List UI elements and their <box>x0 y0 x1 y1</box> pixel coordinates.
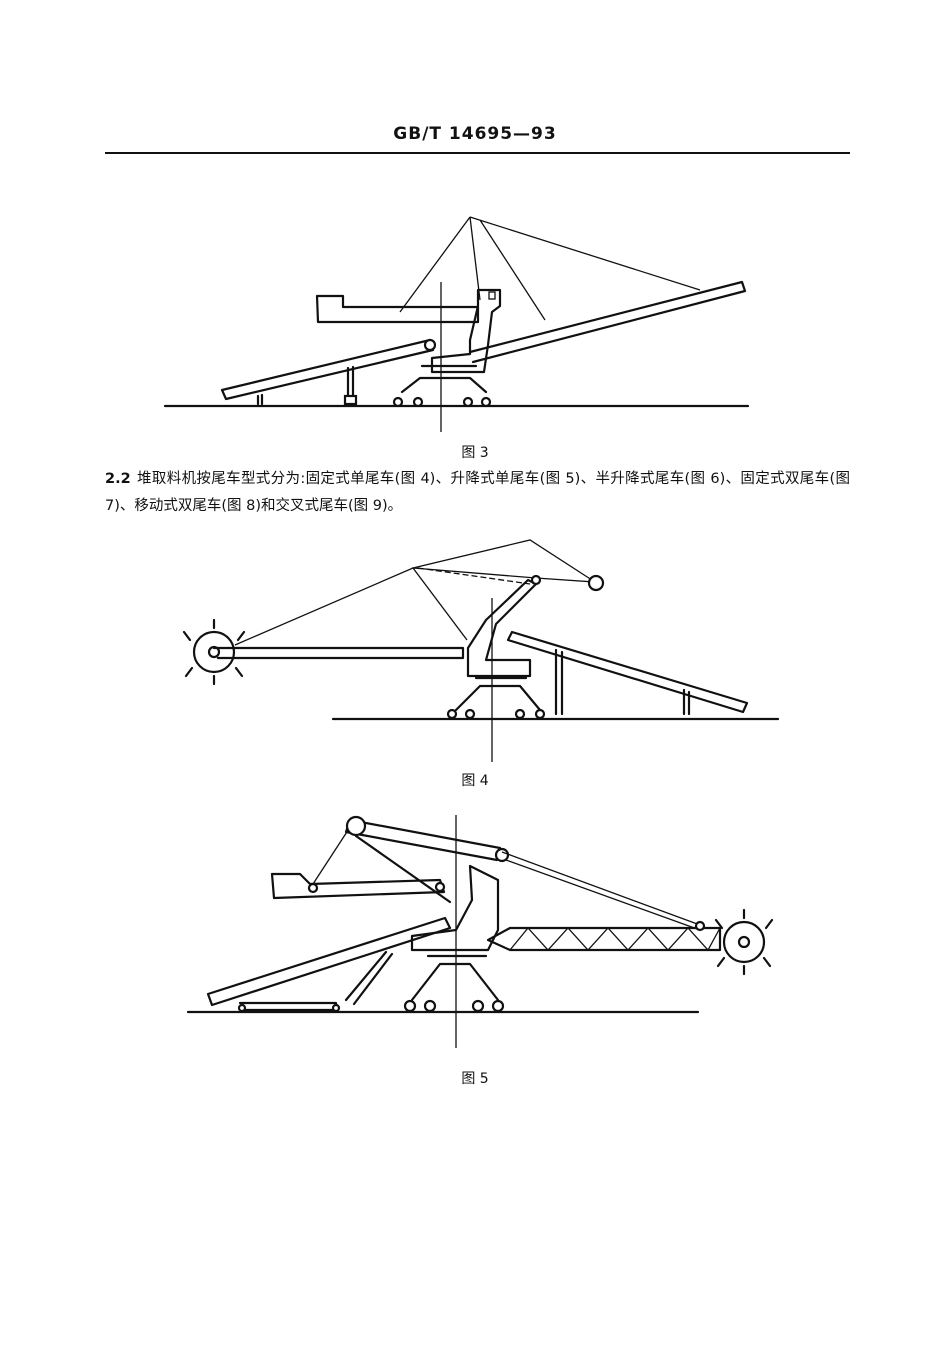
section-text: 堆取料机按尾车型式分为:固定式单尾车(图 4)、升降式单尾车(图 5)、半升降式… <box>105 471 850 514</box>
fig5-stays <box>501 851 701 931</box>
fig5-tail-frame <box>238 1001 338 1012</box>
figure-3-caption: 图 3 <box>461 445 489 461</box>
fig4-dashed-stay <box>417 567 531 585</box>
fig3-belt-pulley <box>423 338 437 352</box>
fig4-tail-belt <box>506 630 749 714</box>
fig5-bucket-wheel <box>714 908 774 976</box>
figure-4-caption: 图 4 <box>461 773 489 789</box>
fig3-support-mid <box>346 365 355 400</box>
header-rule <box>105 152 850 154</box>
fig3-cab <box>488 291 496 300</box>
document-header: GB/T 14695—93 <box>393 124 557 144</box>
section-number: 2.2 <box>105 471 131 487</box>
fig5-strut <box>354 834 452 904</box>
fig4-counterweight <box>587 574 605 592</box>
fig5-wheels <box>403 999 505 1013</box>
fig4-column <box>466 578 538 678</box>
fig5-counterweight-arm <box>270 872 446 900</box>
fig5-truss-web <box>509 927 721 952</box>
fig5-tail-wheels <box>237 1003 341 1013</box>
fig3-main-boom <box>468 280 747 364</box>
fig4-wheels <box>446 708 546 720</box>
fig5-lift-cylinder <box>344 950 394 1006</box>
fig3-column <box>430 288 502 374</box>
fig4-portal <box>454 676 542 712</box>
fig3-portal <box>400 364 488 394</box>
figure-5-caption: 图 5 <box>461 1071 489 1087</box>
fig4-bucket-wheel <box>182 618 246 686</box>
fig5-truss-boom <box>486 926 722 952</box>
fig4-belt-supports <box>554 648 691 716</box>
fig5-upper-beam <box>344 818 502 862</box>
fig5-tail-belt <box>206 916 452 1007</box>
fig4-boom <box>212 646 465 660</box>
fig3-wheels <box>392 396 492 408</box>
fig3-support-left <box>256 393 264 406</box>
fig3-cables <box>399 216 701 321</box>
fig5-top-pulley <box>345 815 367 837</box>
fig5-portal <box>410 954 500 1002</box>
fig5-column <box>410 864 500 952</box>
fig3-support-foot <box>343 394 358 406</box>
